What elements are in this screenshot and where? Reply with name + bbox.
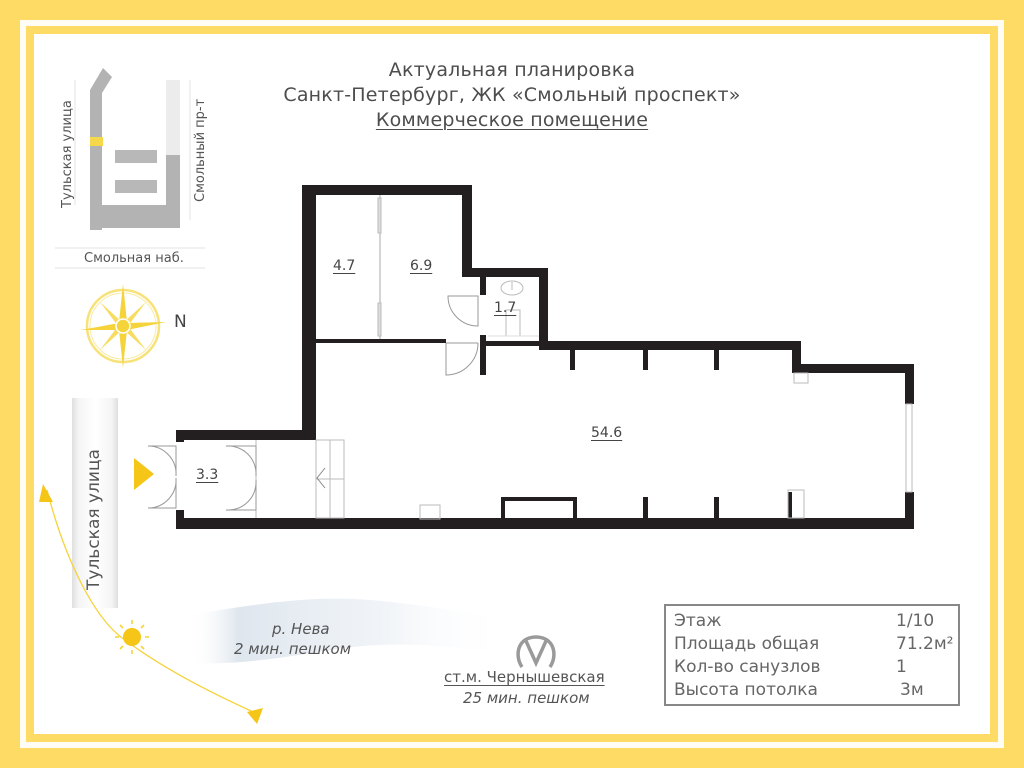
mini-map-street-bottom: Смольная наб. [84, 251, 184, 266]
sun-path-arrow-start [39, 484, 53, 502]
property-info-table: Этаж 1/10 Площадь общая 71.2м² Кол-во са… [664, 604, 960, 706]
river-band [190, 598, 510, 664]
sun-path [39, 484, 263, 724]
mini-map [55, 68, 205, 269]
room-area-54-6: 54.6 [591, 425, 623, 441]
fixtures [255, 195, 913, 520]
location-line: Санкт-Петербург, ЖК «Смольный проспект» [283, 84, 741, 106]
mini-map-building [90, 68, 180, 230]
river-time: 2 мин. пешком [234, 640, 352, 658]
room-area-6-9: 6.9 [410, 258, 433, 274]
info-value: 1/10 [896, 611, 935, 631]
compass-north-label: N [174, 312, 187, 332]
info-value: 71.2м² [896, 634, 954, 654]
info-label: Площадь общая [674, 634, 820, 654]
info-label: Высота потолка [674, 680, 818, 700]
room-area-1-7: 1.7 [494, 300, 517, 316]
river-name: р. Нева [272, 620, 330, 638]
info-value: 3м [900, 680, 924, 700]
info-row-total-area: Площадь общая 71.2м² [674, 633, 958, 656]
info-value: 1 [896, 657, 907, 677]
info-row-floor: Этаж 1/10 [674, 610, 958, 633]
room-area-4-7: 4.7 [333, 258, 356, 274]
title-block: Актуальная планировка Санкт-Петербург, Ж… [0, 58, 1024, 133]
info-row-bathrooms: Кол-во санузлов 1 [674, 656, 958, 679]
side-street-band [72, 398, 118, 608]
metro-logo-icon [516, 635, 556, 668]
location-marker [90, 137, 103, 146]
doors [147, 295, 479, 511]
room-area-3-3: 3.3 [196, 467, 219, 483]
sun-path-arrow-end [247, 708, 263, 724]
info-label: Кол-во санузлов [674, 657, 821, 677]
entrance-arrow-icon [134, 458, 154, 490]
info-row-ceiling-height: Высота потолка 3м [674, 679, 958, 702]
compass-rose-icon [81, 284, 166, 368]
metro-time: 25 мин. пешком [463, 689, 590, 707]
property-type: Коммерческое помещение [375, 109, 649, 131]
metro-station: ст.м. Чернышевская [444, 668, 605, 686]
sun-icon [115, 620, 149, 654]
info-label: Этаж [674, 611, 722, 631]
page-title: Актуальная планировка [388, 59, 636, 81]
exterior-walls [176, 185, 914, 529]
